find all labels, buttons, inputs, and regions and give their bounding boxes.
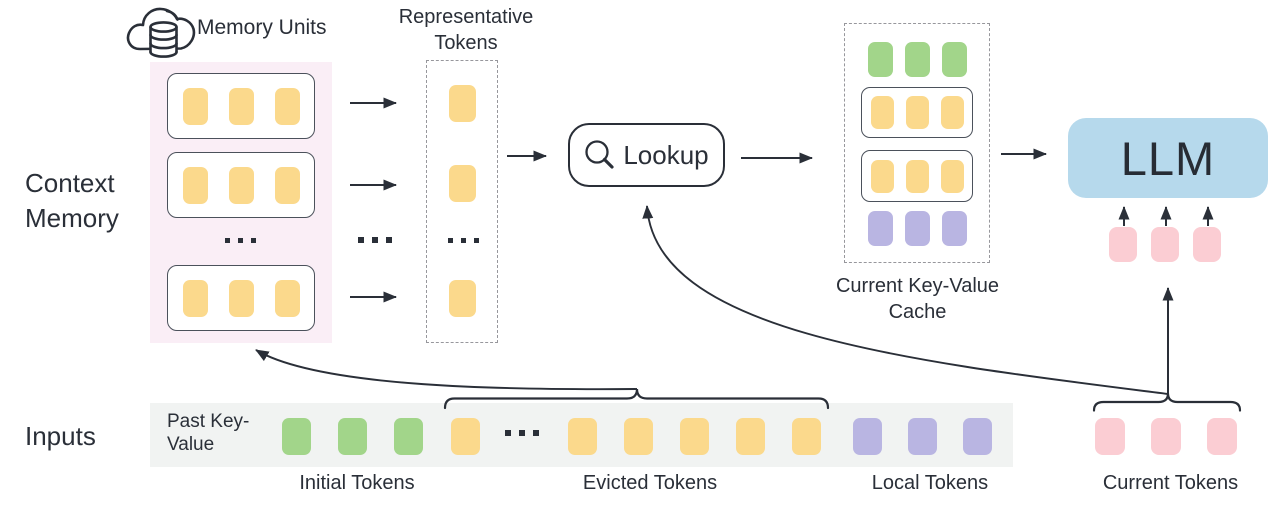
past-key-value-label: Past Key-Value — [167, 411, 250, 455]
ellipsis-dot — [358, 237, 364, 243]
token — [963, 418, 992, 455]
cache-row-memory-unit — [861, 87, 973, 138]
token — [904, 42, 930, 77]
token — [274, 166, 300, 204]
token — [228, 166, 254, 204]
representative-tokens-box — [426, 60, 498, 343]
token — [1193, 227, 1221, 262]
representative-tokens-label: Representative Tokens — [398, 6, 534, 54]
token — [867, 42, 893, 77]
token — [182, 87, 208, 125]
token — [451, 418, 480, 455]
token — [228, 279, 254, 317]
lookup-label: Lookup — [623, 139, 709, 170]
ellipsis-dot — [473, 237, 479, 243]
token — [870, 159, 894, 193]
initial-tokens — [282, 418, 423, 455]
token — [870, 96, 894, 129]
token — [904, 211, 930, 246]
current-kv-cache-label: Current Key-Value Cache — [835, 275, 1000, 323]
evicted-tokens-label: Evicted Tokens — [582, 472, 718, 494]
token — [282, 418, 311, 455]
token — [941, 211, 967, 246]
evicted-token — [451, 418, 480, 455]
lookup-button: Lookup — [568, 123, 725, 187]
token — [1151, 227, 1179, 262]
evicted-tokens — [568, 418, 821, 455]
token — [867, 211, 893, 246]
ellipsis — [502, 427, 542, 439]
token — [449, 165, 476, 202]
initial-tokens-label: Initial Tokens — [299, 472, 415, 494]
inputs-label: Inputs — [25, 421, 96, 451]
representative-token — [449, 85, 476, 122]
ellipsis-dot — [386, 237, 392, 243]
ellipsis-dot — [372, 237, 378, 243]
context-memory-label: Context Memory — [25, 168, 119, 233]
token — [853, 418, 882, 455]
search-icon — [585, 140, 614, 169]
memory-unit — [167, 73, 315, 139]
token — [905, 159, 929, 193]
token — [568, 418, 597, 455]
cache-row-initial — [844, 42, 990, 77]
token — [940, 96, 964, 129]
token — [394, 418, 423, 455]
token — [228, 87, 254, 125]
token — [338, 418, 367, 455]
local-tokens-label: Local Tokens — [871, 472, 989, 494]
memory-unit — [167, 152, 315, 218]
ellipsis — [433, 234, 493, 246]
current-tokens-label: Current Tokens — [1102, 472, 1239, 494]
cache-row-memory-unit — [861, 150, 973, 202]
ellipsis-dot — [250, 237, 256, 243]
ellipsis-dot — [224, 237, 230, 243]
ellipsis — [210, 234, 270, 246]
ellipsis-dot — [519, 430, 525, 436]
token — [182, 279, 208, 317]
token — [1095, 418, 1125, 455]
ellipsis-dot — [533, 430, 539, 436]
token — [908, 418, 937, 455]
ellipsis-dot — [505, 430, 511, 436]
representative-token — [449, 165, 476, 202]
token — [680, 418, 709, 455]
token — [792, 418, 821, 455]
llm-input-tokens — [1109, 227, 1221, 262]
current-tokens — [1095, 418, 1237, 455]
memory-units-label: Memory Units — [197, 16, 327, 39]
cache-row-local — [844, 211, 990, 246]
local-tokens — [853, 418, 992, 455]
cloud-database-icon — [126, 7, 196, 58]
memory-unit — [167, 265, 315, 331]
token — [905, 96, 929, 129]
token — [940, 159, 964, 193]
llm-label: LLM — [1120, 131, 1216, 185]
token — [274, 279, 300, 317]
token — [1109, 227, 1137, 262]
token — [1207, 418, 1237, 455]
token — [1151, 418, 1181, 455]
representative-token — [449, 280, 476, 317]
token — [736, 418, 765, 455]
evicted-to-memory-arrow — [255, 349, 638, 391]
token — [941, 42, 967, 77]
ellipsis — [345, 234, 405, 246]
token — [624, 418, 653, 455]
ellipsis-dot — [237, 237, 243, 243]
token — [182, 166, 208, 204]
ellipsis-dot — [447, 237, 453, 243]
token — [449, 85, 476, 122]
ellipsis-dot — [460, 237, 466, 243]
llm-box: LLM — [1068, 118, 1268, 198]
token — [449, 280, 476, 317]
current-tokens-brace — [1092, 393, 1242, 412]
token — [274, 87, 300, 125]
